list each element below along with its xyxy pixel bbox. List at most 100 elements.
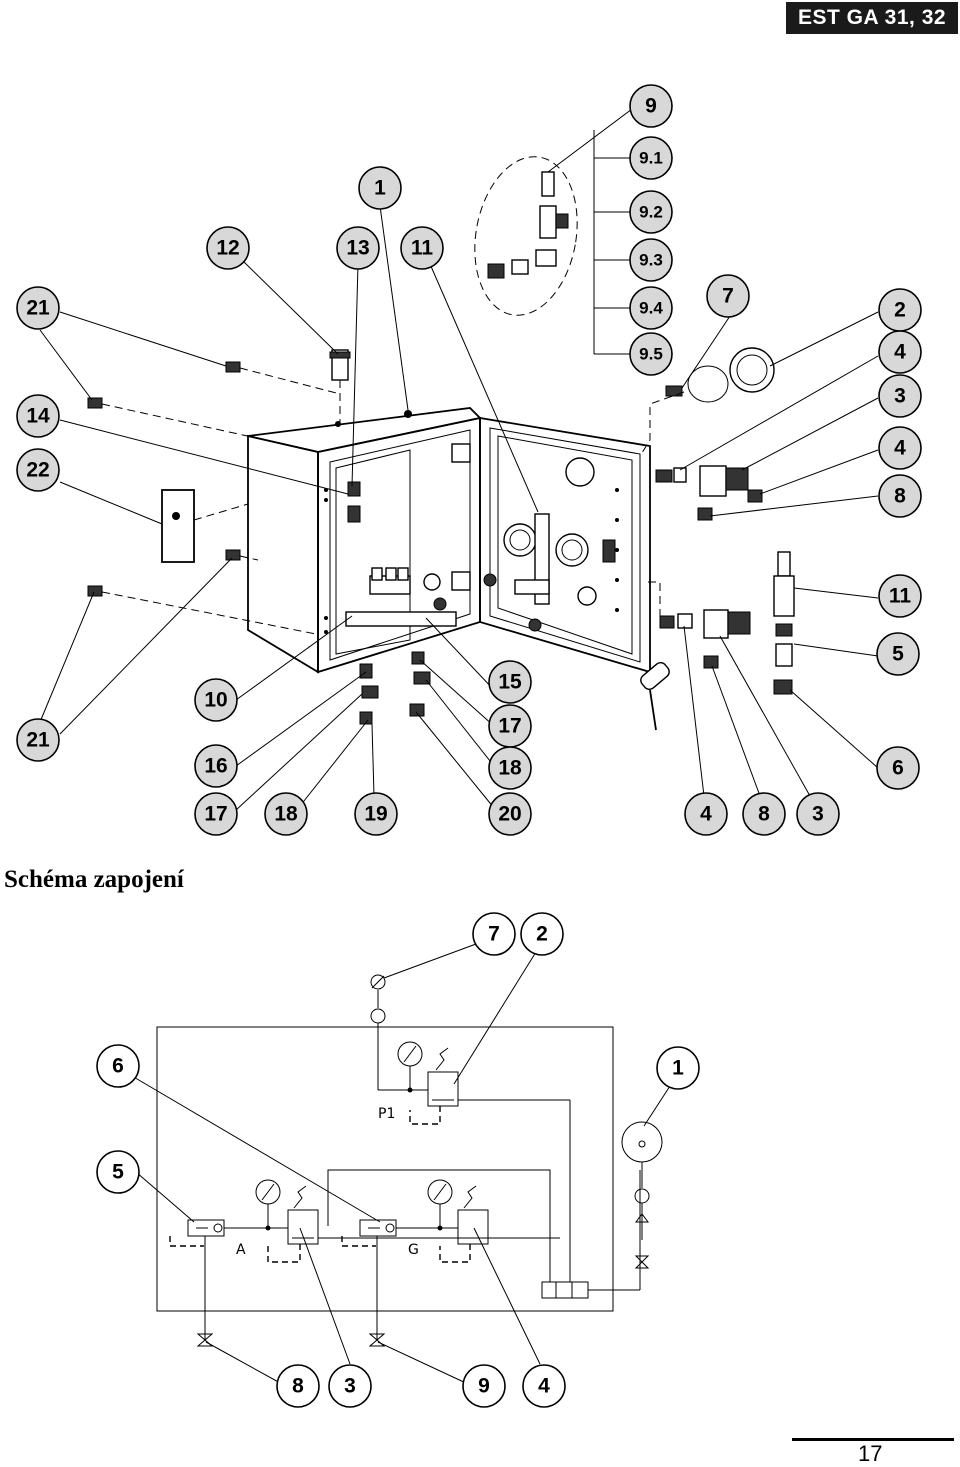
callout-9-2: 9.2 (629, 190, 673, 234)
callout-label: 9 (478, 1375, 490, 1398)
callout-label: 14 (26, 405, 50, 428)
callout-14: 14 (16, 394, 60, 438)
schematic-callout-5: 5 (96, 1150, 140, 1194)
callout-17-bottom: 17 (194, 792, 238, 836)
callout-15: 15 (488, 660, 532, 704)
callout-label: 4 (700, 803, 712, 826)
callout-label: 2 (536, 923, 548, 946)
callout-label: 7 (722, 285, 734, 308)
callout-20: 20 (488, 792, 532, 836)
callout-label: 15 (498, 671, 522, 694)
callout-label: 3 (894, 385, 906, 408)
callout-label: 1 (374, 177, 386, 200)
page-number: 17 (858, 1441, 883, 1466)
label-a: A (236, 1242, 246, 1258)
callout-label: 5 (112, 1161, 124, 1184)
callout-4-bottom: 4 (684, 792, 728, 836)
callout-12: 12 (206, 226, 250, 270)
callout-label: 18 (274, 803, 298, 826)
callout-2: 2 (878, 288, 922, 332)
schematic-callout-7: 7 (472, 912, 516, 956)
callout-4-a: 4 (878, 330, 922, 374)
callout-label: 7 (488, 923, 500, 946)
callout-9-1: 9.1 (629, 136, 673, 180)
callout-label: 17 (204, 803, 227, 826)
callout-label: 4 (894, 341, 906, 364)
callout-label: 9.3 (639, 251, 663, 270)
callout-label: 3 (812, 803, 824, 826)
callout-label: 12 (216, 237, 239, 260)
schematic-callout-2: 2 (520, 912, 564, 956)
callout-18-right: 18 (488, 746, 532, 790)
callout-label: 10 (204, 689, 227, 712)
callout-label: 2 (894, 299, 906, 322)
callout-9-5: 9.5 (629, 332, 673, 376)
callout-4-b: 4 (878, 426, 922, 470)
callout-1: 1 (358, 166, 402, 210)
callout-9: 9 (629, 84, 673, 128)
schematic-callout-6: 6 (96, 1044, 140, 1088)
callout-3-a: 3 (878, 374, 922, 418)
callout-label: 9 (645, 95, 657, 118)
document-header-badge: EST GA 31, 32 (786, 2, 958, 34)
callout-11-top: 11 (400, 226, 444, 270)
callout-label: 1 (672, 1057, 684, 1080)
label-p1: P1 (378, 1106, 395, 1122)
callout-11-right: 11 (878, 574, 922, 618)
section-title: Schéma zapojení (4, 866, 184, 893)
schematic-callout-8: 8 (276, 1364, 320, 1408)
callout-16: 16 (194, 744, 238, 788)
callout-21-bottom: 21 (16, 718, 60, 762)
callout-label: 16 (204, 755, 227, 778)
callout-label: 9.2 (639, 203, 663, 222)
callout-label: 3 (344, 1375, 356, 1398)
cabinet-illustration (247, 407, 651, 725)
callout-label: 11 (411, 237, 434, 260)
callout-label: 6 (892, 757, 904, 780)
callout-label: 4 (894, 437, 906, 460)
callout-label: 8 (758, 803, 770, 826)
callout-label: 19 (364, 803, 387, 826)
callout-label: 21 (26, 729, 50, 752)
callout-10: 10 (194, 678, 238, 722)
callout-17-right: 17 (488, 704, 532, 748)
callout-21-top: 21 (16, 286, 60, 330)
exploded-callouts: 9 9.1 9.2 9.3 9.4 9.5 1 12 13 11 21 14 2… (16, 84, 922, 836)
callout-label: 9.1 (639, 149, 663, 168)
callout-label: 20 (498, 803, 521, 826)
connection-schematic: P1 A G (156, 974, 663, 1347)
callout-3-bottom: 3 (796, 792, 840, 836)
footer-rule (792, 1438, 954, 1441)
callout-label: 22 (26, 459, 49, 482)
schematic-callout-3: 3 (328, 1364, 372, 1408)
schematic-callout-1: 1 (656, 1046, 700, 1090)
callout-label: 9.4 (639, 299, 663, 318)
callout-label: 9.5 (639, 345, 663, 364)
callout-19: 19 (354, 792, 398, 836)
assembly-lines (101, 367, 685, 635)
schematic-callouts: 7 2 6 1 5 8 3 9 4 (96, 912, 700, 1408)
callout-8-bottom: 8 (742, 792, 786, 836)
callout-22: 22 (16, 448, 60, 492)
schematic-callout-4: 4 (522, 1364, 566, 1408)
callout-18-bottom: 18 (264, 792, 308, 836)
callout-5: 5 (876, 632, 920, 676)
callout-8-a: 8 (878, 474, 922, 518)
callout-label: 21 (26, 297, 50, 320)
leader-lines (39, 105, 879, 811)
callout-label: 8 (894, 485, 906, 508)
callout-label: 5 (892, 643, 904, 666)
schematic-callout-9: 9 (462, 1364, 506, 1408)
callout-label: 8 (292, 1375, 304, 1398)
callout-7: 7 (706, 274, 750, 318)
callout-label: 18 (498, 757, 522, 780)
callout-label: 4 (538, 1375, 550, 1398)
callout-13: 13 (336, 226, 380, 270)
callout-9-3: 9.3 (629, 238, 673, 282)
callout-6: 6 (876, 746, 920, 790)
callout-label: 17 (498, 715, 521, 738)
label-g: G (408, 1242, 419, 1258)
callout-9-4: 9.4 (629, 286, 673, 330)
callout-label: 6 (112, 1055, 124, 1078)
